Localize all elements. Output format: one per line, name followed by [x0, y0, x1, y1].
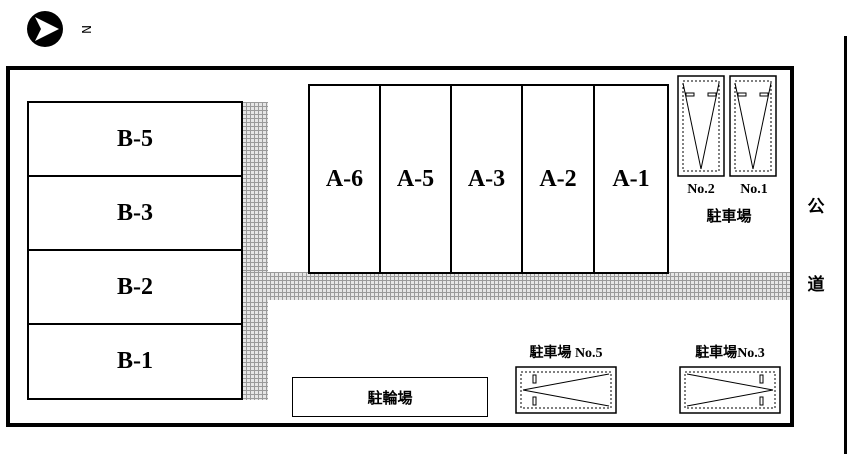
building-a5-label: A-5: [396, 165, 435, 192]
parking-no5-prefix: 駐車場: [529, 345, 572, 361]
north-compass: N: [26, 10, 101, 48]
building-a2: A-2: [521, 84, 595, 274]
parking-no5-number: No.5: [574, 346, 603, 361]
parking-top-caption: 駐車場: [706, 207, 752, 225]
building-b2: B-2: [27, 249, 243, 325]
building-a6-label: A-6: [325, 165, 364, 192]
building-b1: B-1: [27, 323, 243, 400]
car-slot-icon: [677, 75, 725, 177]
building-b3: B-3: [27, 175, 243, 251]
building-b5: B-5: [27, 101, 243, 177]
public-road-line: [844, 36, 847, 454]
road-label-top: 公: [807, 197, 825, 217]
parking-no3-number: No.3: [737, 346, 765, 361]
parking-slot-no2: [677, 75, 725, 177]
parking-no5-label: 駐車場 No.5: [496, 342, 636, 362]
building-b3-label: B-3: [117, 199, 153, 226]
building-b5-label: B-5: [117, 125, 153, 152]
parking-no2-label: No.2: [687, 182, 715, 197]
car-slot-icon: [679, 366, 781, 414]
north-label: N: [79, 25, 93, 34]
car-slot-icon: [729, 75, 777, 177]
walkway-vertical: [242, 102, 268, 400]
building-a3-label: A-3: [467, 165, 506, 192]
building-b1-label: B-1: [117, 348, 153, 374]
building-b-group: B-5 B-3 B-2 B-1: [27, 101, 243, 400]
building-a2-label: A-2: [539, 165, 577, 192]
north-arrow-icon: N: [27, 11, 93, 47]
building-b2-label: B-2: [117, 273, 153, 300]
parking-no3-label: 駐車場No.3: [674, 342, 786, 362]
bicycle-parking: 駐輪場: [292, 377, 488, 417]
car-slot-icon: [515, 366, 617, 414]
parking-no1-label: No.1: [740, 182, 768, 197]
parking-no3-prefix: 駐車場: [695, 345, 738, 361]
building-a1-label: A-1: [612, 165, 650, 192]
parking-slot-no1: [729, 75, 777, 177]
walkway-horizontal: [242, 272, 790, 300]
building-a5: A-5: [379, 84, 452, 274]
bicycle-parking-label: 駐輪場: [367, 388, 413, 407]
building-a1: A-1: [593, 84, 669, 274]
road-label-bottom: 道: [807, 275, 825, 295]
parking-slot-no5: [515, 366, 617, 414]
building-a3: A-3: [450, 84, 523, 274]
building-a6: A-6: [308, 84, 381, 274]
parking-slot-no3: [679, 366, 781, 414]
